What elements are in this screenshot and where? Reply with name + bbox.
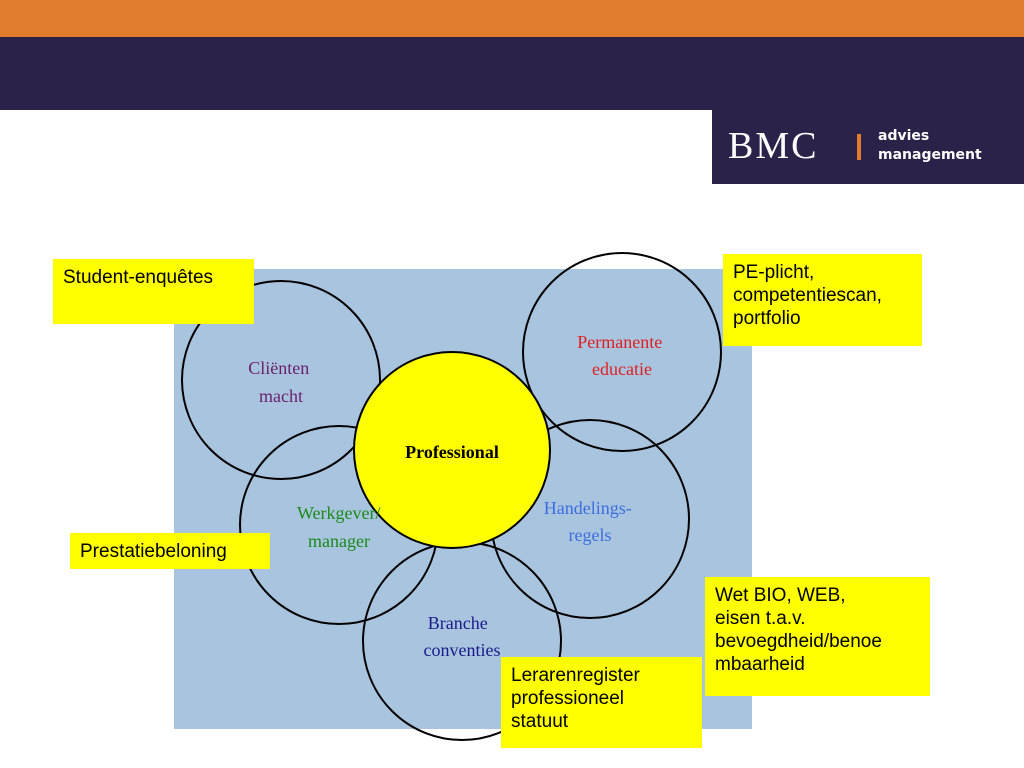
label-branche: Branche conventies — [424, 613, 501, 660]
circle-professional — [353, 351, 551, 549]
label-werkgever-line-2: manager — [308, 531, 370, 551]
label-clienten-line-2: macht — [259, 386, 303, 406]
bmc-logo: BMC advies management — [712, 110, 1024, 184]
note-student-line-1: Student-enquêtes — [63, 267, 214, 288]
note-lerarenregister: Lerarenregister professioneel statuut — [501, 657, 702, 748]
label-handelings-line-1: Handelings- — [544, 498, 632, 518]
note-wet-line-3: bevoegdheid/benoe — [715, 631, 882, 652]
label-werkgever: Werkgever/ manager — [297, 503, 385, 551]
note-wet-line-4: mbaarheid — [715, 654, 805, 675]
note-leraren-line-3: statuut — [511, 711, 569, 732]
note-pe-line-3: portfolio — [733, 308, 801, 329]
label-branche-line-1: Branche — [428, 613, 488, 633]
header-accent-bar — [0, 0, 1024, 37]
note-wet-line-2: eisen t.a.v. — [715, 608, 806, 629]
note-leraren-line-1: Lerarenregister — [511, 665, 640, 686]
logo-line-2: management — [878, 147, 982, 163]
note-prestatiebeloning: Prestatiebeloning — [70, 533, 270, 569]
note-student-enquetes: Student-enquêtes — [53, 259, 254, 324]
note-leraren-line-2: professioneel — [511, 688, 625, 709]
note-pe-plicht: PE-plicht, competentiescan, portfolio — [723, 254, 922, 346]
label-branche-line-2: conventies — [424, 640, 501, 660]
label-handelings-line-2: regels — [569, 525, 612, 545]
label-permanente: Permanente educatie — [577, 332, 666, 379]
note-wet-bio: Wet BIO, WEB, eisen t.a.v. bevoegdheid/b… — [705, 577, 930, 696]
note-pe-line-2: competentiescan, — [733, 285, 882, 306]
label-werkgever-line-1: Werkgever/ — [297, 503, 381, 523]
label-clienten: Cliënten macht — [248, 358, 314, 406]
label-professional: Professional — [405, 442, 499, 462]
note-wet-line-1: Wet BIO, WEB, — [715, 585, 846, 606]
label-permanente-line-2: educatie — [592, 359, 652, 379]
logo-separator — [857, 134, 861, 160]
logo-brand: BMC — [728, 125, 819, 167]
circle-permanente — [522, 252, 722, 452]
logo-line-1: advies — [878, 128, 930, 144]
label-permanente-line-1: Permanente — [577, 332, 662, 352]
circle-clienten — [181, 280, 381, 480]
header-bar — [0, 37, 1024, 110]
note-pe-line-1: PE-plicht, — [733, 262, 815, 283]
note-prestatie-line-1: Prestatiebeloning — [80, 541, 227, 562]
label-clienten-line-1: Cliënten — [248, 358, 309, 378]
label-handelings: Handelings- regels — [544, 498, 636, 545]
